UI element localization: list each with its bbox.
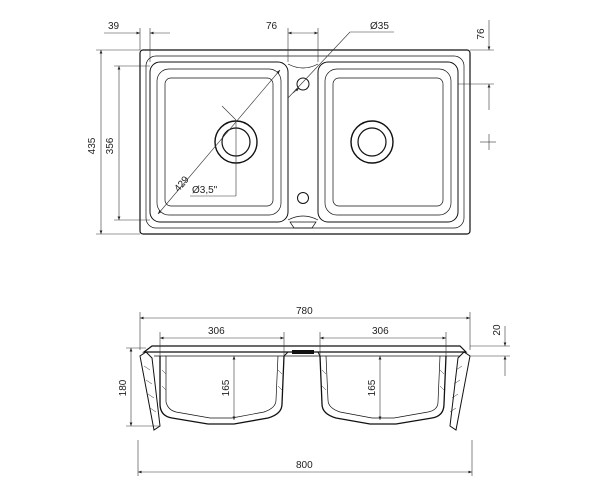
dim-label-rim-height: 20 — [492, 324, 503, 336]
top-view: 39 76 Ø35 76 435 — [87, 20, 496, 235]
dim-diagonal: 429 — [157, 69, 281, 215]
dim-right-height: 76 — [458, 20, 496, 150]
left-bowl-outer — [149, 61, 289, 223]
dim-drain-diameter: Ø35 — [287, 21, 394, 99]
dim-bowl-right-width: 306 — [319, 326, 447, 356]
left-bowl-section — [159, 355, 285, 425]
dim-center-width: 76 — [266, 21, 319, 62]
dim-label-total-width: 800 — [296, 460, 313, 471]
right-bowl-floor — [332, 77, 444, 207]
right-bowl-section — [319, 355, 447, 425]
left-outer-wall — [139, 351, 161, 431]
section-rim — [142, 345, 468, 353]
dim-outlet: Ø3,5" — [190, 105, 237, 197]
dim-label-height: 180 — [118, 379, 129, 396]
dim-left-width: 39 — [104, 21, 170, 62]
dim-label-total-height: 435 — [87, 137, 98, 154]
overflow-channel — [289, 221, 317, 229]
dim-depth-right: 165 — [367, 356, 382, 420]
left-bowl-inner — [156, 68, 282, 216]
dim-top-width: 780 — [139, 306, 471, 350]
dim-label-drain-diameter: Ø35 — [370, 21, 389, 32]
tap-hole — [296, 77, 310, 91]
center-bridge — [287, 63, 319, 221]
overflow-hole — [297, 192, 309, 204]
dim-label-bowl-right-width: 306 — [372, 326, 389, 337]
dim-total-width: 800 — [137, 440, 473, 476]
dim-depth-left: 165 — [221, 356, 236, 420]
sink-outline — [139, 49, 471, 235]
dim-height: 180 — [118, 347, 160, 427]
right-outer-wall — [449, 351, 471, 431]
dim-label-top-width: 780 — [296, 306, 313, 317]
dim-label-bowl-height: 356 — [105, 137, 116, 154]
dim-label-left-width: 39 — [108, 21, 120, 32]
right-drain-outer — [350, 120, 394, 164]
dim-label-outlet: Ø3,5" — [192, 185, 218, 196]
section-view: 780 306 306 20 165 165 — [118, 306, 510, 476]
dim-label-depth-left: 165 — [221, 379, 232, 396]
sink-inner-outline — [145, 55, 465, 229]
dim-label-depth-right: 165 — [367, 379, 378, 396]
dim-total-height: 435 — [87, 49, 140, 235]
dim-label-bowl-left-width: 306 — [208, 326, 225, 337]
right-bowl-outer — [317, 61, 459, 223]
right-drain-inner — [357, 127, 387, 157]
dim-label-right-height: 76 — [476, 28, 487, 40]
right-bowl-inner — [324, 68, 452, 216]
dim-bowl-height: 356 — [105, 65, 150, 221]
dim-bowl-left-width: 306 — [159, 326, 285, 356]
dim-rim-height: 20 — [470, 324, 510, 376]
dim-label-center-width: 76 — [266, 21, 278, 32]
